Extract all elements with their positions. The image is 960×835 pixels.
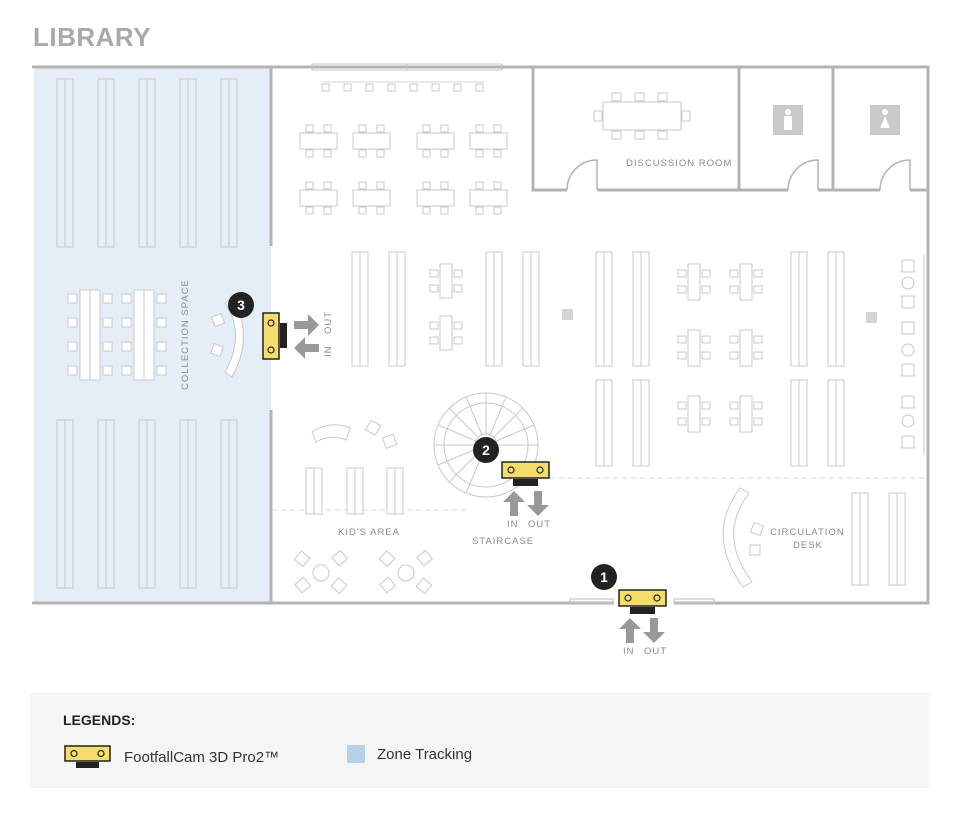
legend-camera-item: FootfallCam 3D Pro2™ xyxy=(64,745,279,769)
room-doors xyxy=(566,159,911,191)
kids-area-furniture xyxy=(293,419,434,595)
camera-2: 2 IN OUT xyxy=(473,437,551,530)
camera-3-in-arrow-icon xyxy=(294,314,319,336)
entrance-doors xyxy=(569,598,715,604)
camera-2-body xyxy=(501,461,550,479)
outer-walls xyxy=(32,65,930,605)
room-walls xyxy=(531,67,928,192)
legend-camera-label: FootfallCam 3D Pro2™ xyxy=(124,748,280,766)
study-tables xyxy=(299,124,508,215)
legend-zone-item: Zone Tracking xyxy=(347,745,472,763)
top-window xyxy=(311,63,503,71)
window-chairs xyxy=(321,81,484,92)
camera-1-in-label: IN xyxy=(623,646,635,657)
right-wall-seating xyxy=(901,255,925,455)
camera-1-number: 1 xyxy=(600,569,608,585)
circulation-label-line2: DESK xyxy=(793,540,823,551)
camera-3: 3 OUT IN xyxy=(228,292,334,360)
camera-2-in-arrow-icon xyxy=(503,491,525,516)
male-restroom-icon xyxy=(773,105,803,135)
legend-panel: LEGENDS: FootfallCam 3D Pro2™ Zone Track… xyxy=(30,693,929,788)
camera-3-out-label: OUT xyxy=(323,311,334,334)
legend-zone-label: Zone Tracking xyxy=(377,745,473,763)
camera-1-out-label: OUT xyxy=(644,646,667,657)
camera-2-number: 2 xyxy=(482,442,490,458)
discussion-room-label: DISCUSSION ROOM xyxy=(626,158,732,169)
circulation-label-line1: CIRCULATION xyxy=(770,527,845,538)
camera-1-badge xyxy=(591,564,617,590)
footfall-camera-icon xyxy=(64,745,111,768)
page-title: LIBRARY xyxy=(33,22,152,52)
camera-2-badge xyxy=(473,437,499,463)
collection-bookshelves xyxy=(56,78,238,589)
collection-space-label: COLLECTION SPACE xyxy=(180,279,191,390)
collection-worktables xyxy=(67,289,167,381)
camera-1-body xyxy=(618,589,667,607)
camera-2-out-label: OUT xyxy=(528,519,551,530)
camera-3-badge xyxy=(228,292,254,318)
staircase-label: STAIRCASE xyxy=(472,536,534,547)
camera-1-in-arrow-icon xyxy=(619,618,641,643)
pillars xyxy=(562,309,877,323)
camera-3-body xyxy=(262,312,280,360)
camera-3-in-label: IN xyxy=(323,346,334,358)
camera-3-number: 3 xyxy=(237,297,245,313)
kids-area-label: KID'S AREA xyxy=(338,527,400,538)
female-restroom-icon xyxy=(870,105,900,135)
camera-1: 1 IN OUT xyxy=(591,564,667,657)
reading-tables xyxy=(429,263,763,433)
main-bookshelves xyxy=(351,251,845,467)
camera-1-out-arrow-icon xyxy=(643,618,665,643)
legend-title: LEGENDS: xyxy=(63,712,136,728)
discussion-table xyxy=(593,92,691,140)
camera-3-out-arrow-icon xyxy=(294,337,319,359)
floor-plan: COLLECTION SPACE xyxy=(32,63,930,657)
camera-2-out-arrow-icon xyxy=(527,491,549,516)
circulation-desk xyxy=(722,487,906,588)
zone-tracking-swatch xyxy=(347,745,365,763)
camera-2-in-label: IN xyxy=(507,519,519,530)
